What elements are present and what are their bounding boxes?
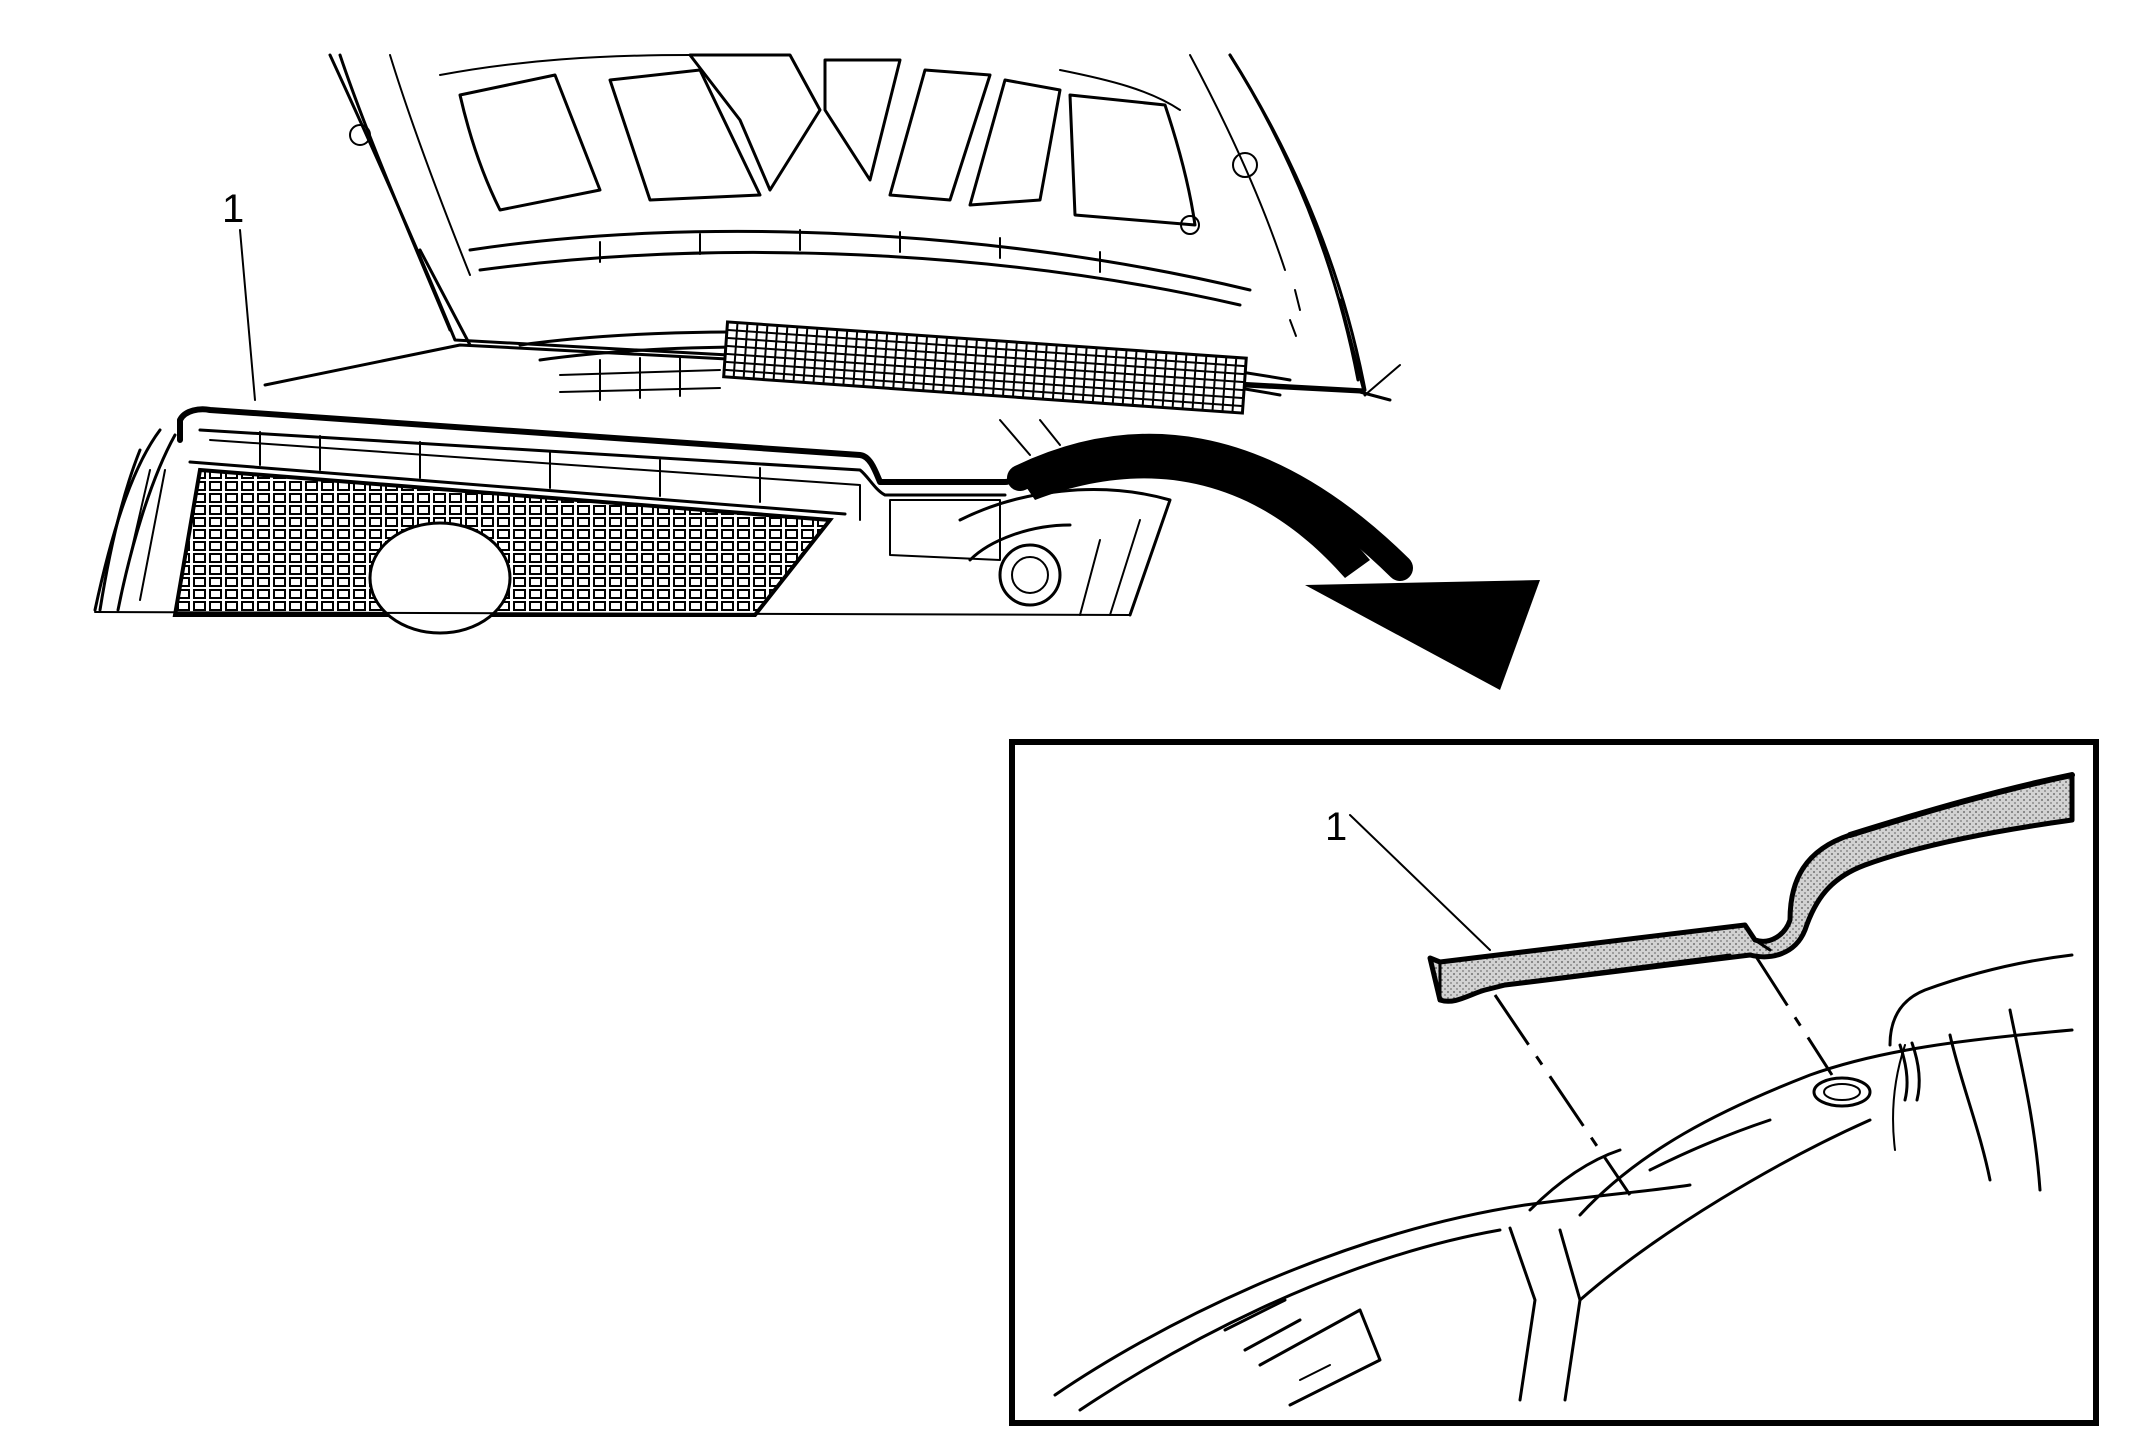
engine-bay	[263, 320, 1392, 456]
alignment-line-left	[1493, 994, 1632, 1196]
detail-inset: 1	[1009, 739, 2099, 1426]
callout-detail: 1	[1325, 805, 1347, 849]
front-fascia	[93, 406, 1172, 635]
detail-body	[1053, 953, 2074, 1412]
curved-arrow-icon	[1007, 433, 1540, 690]
detail-leader-line	[1349, 814, 1491, 951]
overview-leader-line	[239, 229, 256, 401]
hood-seal-detail	[1427, 772, 2075, 1004]
overview-vehicle-front: 1	[93, 53, 1401, 635]
open-hood	[328, 53, 1401, 397]
alignment-line-right	[1753, 954, 1834, 1076]
callout-overview: 1	[222, 187, 244, 231]
